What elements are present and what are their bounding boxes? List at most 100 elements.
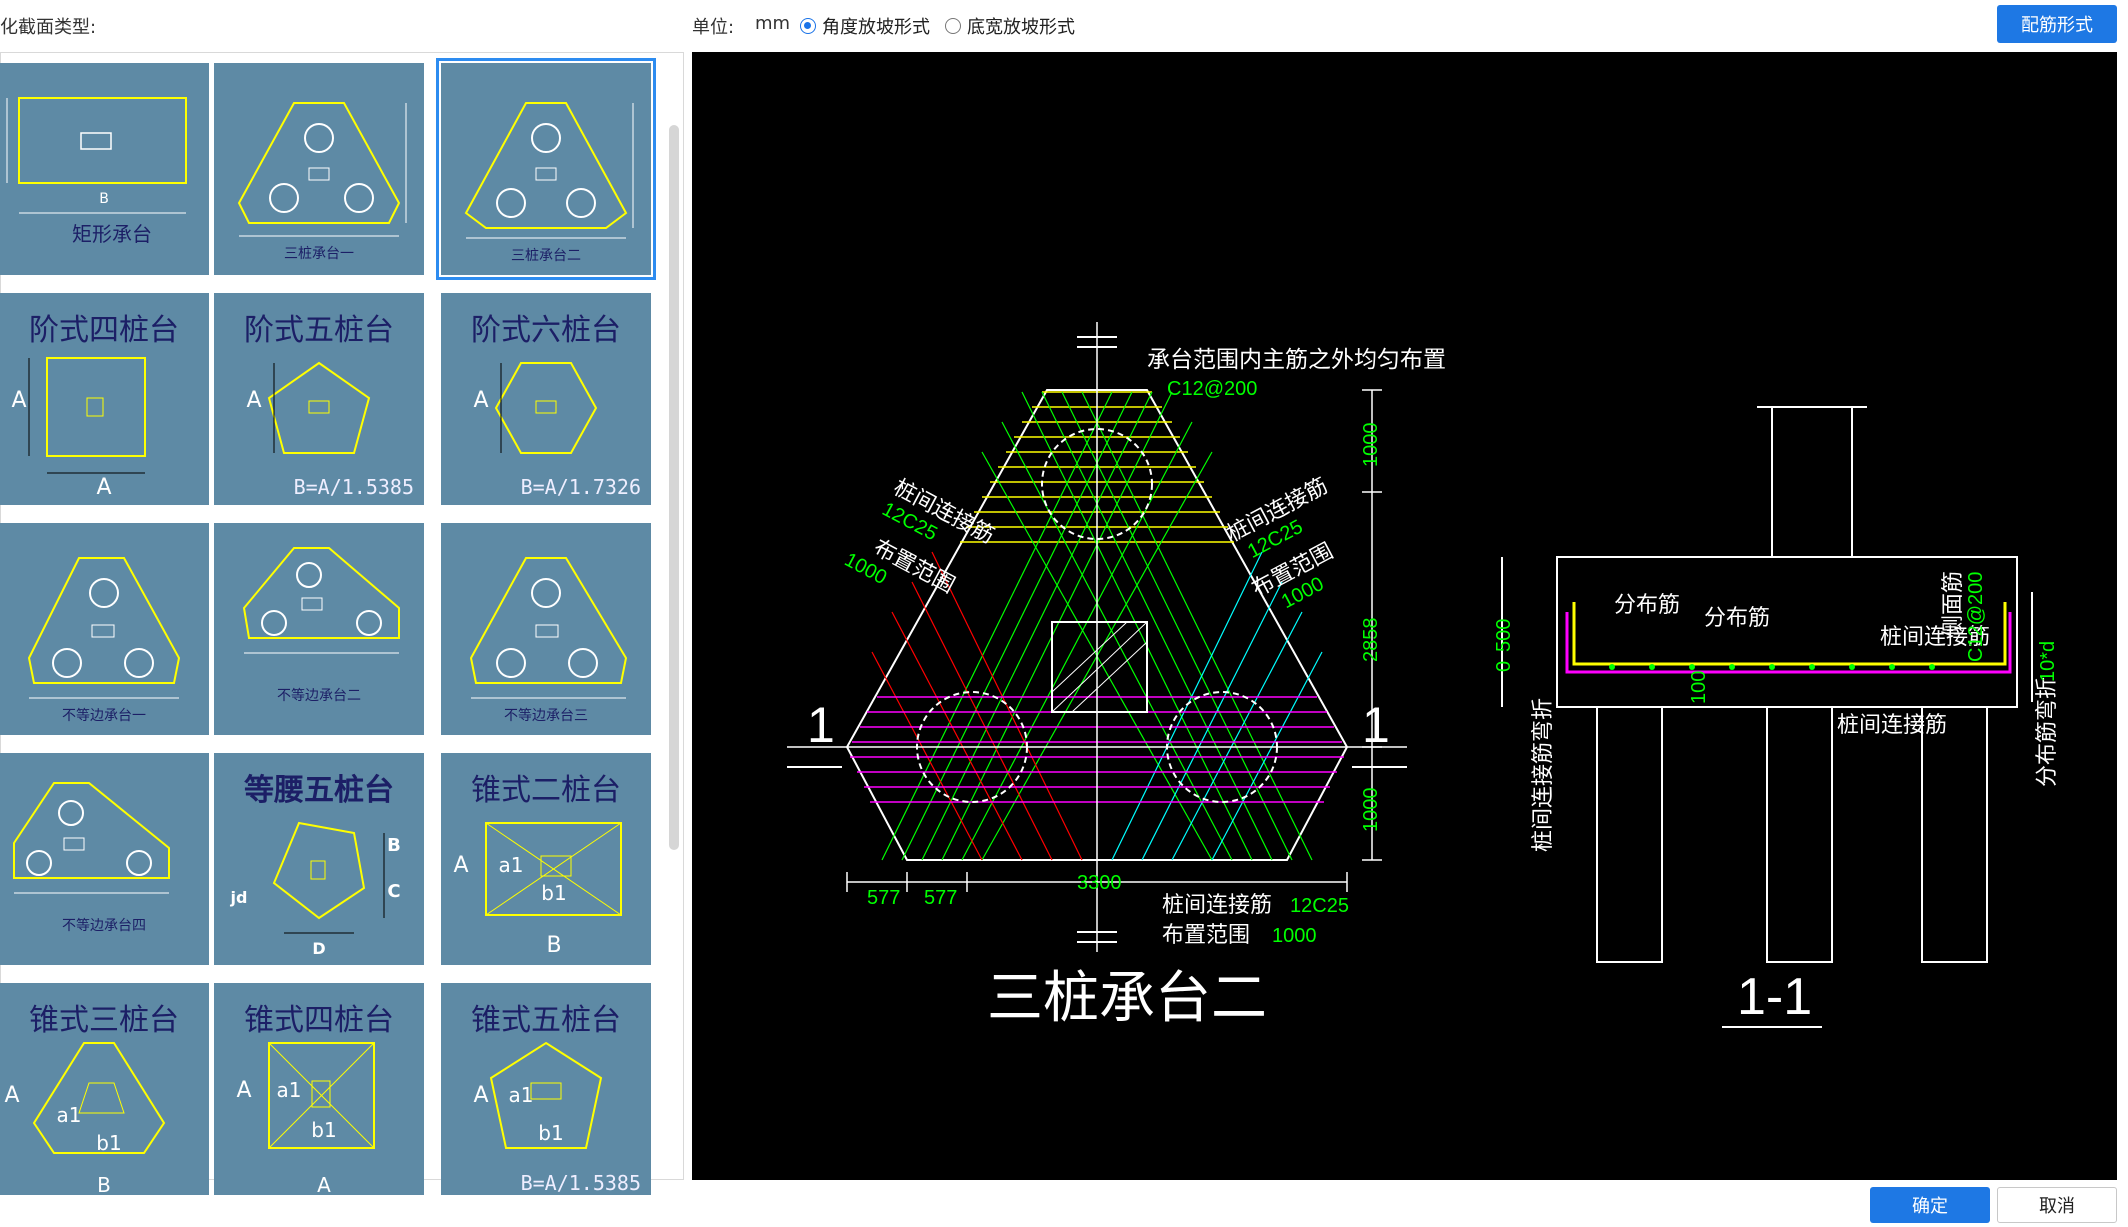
tile-dim: B (99, 191, 109, 207)
radio-selected-icon[interactable] (800, 18, 816, 34)
tile-isosceles-five[interactable]: 等腰五桩台 B C D jd (214, 753, 424, 965)
s-hook-left: 桩间连接筋弯折 (1530, 698, 1555, 852)
tile-dim-b: B (546, 933, 562, 958)
radio-angle-slope[interactable]: 角度放坡形式 (800, 13, 930, 39)
left-range-group: 布置范围 1000 (841, 534, 959, 597)
unit-value: mm (755, 13, 791, 34)
s-hook-right: 分布筋弯折 (2034, 677, 2059, 787)
tile-rect-cap[interactable]: B 矩形承台 (0, 63, 209, 275)
tile-dim-jd: jd (230, 888, 248, 907)
tile-dim-d: D (312, 939, 326, 958)
cancel-button[interactable]: 取消 (1997, 1187, 2117, 1223)
tile-title: 阶式五桩台 (244, 313, 394, 348)
s-500: 500 (1493, 619, 1515, 652)
tile-caption: 矩形承台 (72, 222, 152, 246)
cone-three-diagram (32, 1042, 166, 1154)
section-gallery[interactable]: B 矩形承台 三桩承台一 三桩承台二 阶式四桩台 (0, 52, 684, 1197)
tile-dim-b: B (97, 1173, 111, 1197)
step-five-diagram (267, 361, 371, 454)
tile-unequal-2[interactable]: 不等边承台二 (214, 523, 424, 735)
three-pile-1-diagram (237, 102, 407, 237)
step-six-diagram (494, 362, 598, 454)
s-100: 100 (1688, 671, 1710, 704)
tile-dim-bottom: B=A/1.7326 (520, 475, 641, 499)
tile-dim-left: A (11, 388, 27, 413)
sec-mark-left: 1 (807, 697, 835, 753)
tile-dim-a: A (4, 1083, 20, 1108)
red-rebars (871, 551, 1083, 861)
tile-step-six[interactable]: 阶式六桩台 A B=A/1.7326 (441, 293, 651, 505)
radio-width-label: 底宽放坡形式 (967, 17, 1075, 38)
top-toolbar: 化截面类型: 单位: mm 角度放坡形式 底宽放坡形式 配筋形式 (0, 0, 2128, 50)
cone-five-diagram (489, 1041, 603, 1149)
sec-mark-right: 1 (1362, 697, 1390, 753)
tile-dim-a: A (473, 1083, 489, 1108)
cone-two-diagram (485, 822, 622, 916)
tile-dim-a1: a1 (56, 1103, 82, 1127)
dim-h2: 577 (924, 887, 957, 909)
tile-dim-bottom: A (96, 475, 112, 500)
cad-preview: 承台范围内主筋之外均匀布置 C12@200 桩间连接筋 12C25 布置范围 1… (692, 52, 2117, 1180)
s-0: 0 (1493, 661, 1515, 672)
unequal-1-diagram (27, 557, 181, 699)
tile-caption: 不等边承台二 (277, 688, 361, 704)
s-side-spec: C12@200 (1965, 572, 1987, 662)
rebar-form-button[interactable]: 配筋形式 (1997, 5, 2117, 43)
rect-cap-diagram (6, 97, 187, 214)
s-dist1: 分布筋 (1614, 592, 1680, 617)
bottom-range: 布置范围 (1162, 922, 1250, 947)
unit-label: 单位: (692, 17, 735, 38)
dim-h3: 3300 (1077, 872, 1122, 894)
section-yellow-rebar (1572, 602, 2007, 666)
tile-caption: 不等边承台四 (62, 918, 146, 934)
tile-dim-a: A (453, 853, 469, 878)
vertical-dims (1362, 389, 1382, 861)
unequal-4-diagram (13, 782, 170, 894)
tile-dim-bottom: B=A/1.5385 (293, 475, 414, 499)
tile-dim-a: A (236, 1078, 252, 1103)
tile-three-pile-1[interactable]: 三桩承台一 (214, 63, 424, 275)
unequal-3-diagram (469, 557, 628, 699)
unequal-2-diagram (242, 547, 400, 654)
tile-title: 等腰五桩台 (244, 773, 394, 808)
tile-step-four[interactable]: 阶式四桩台 A A (0, 293, 209, 505)
dim-v3: 1000 (1360, 788, 1382, 833)
section-title: 1-1 (1737, 968, 1812, 1026)
gallery-scrollbar[interactable] (669, 125, 679, 850)
radio-unselected-icon[interactable] (945, 18, 961, 34)
tile-unequal-4[interactable]: 不等边承台四 (0, 753, 209, 965)
tile-title: 阶式六桩台 (471, 313, 621, 348)
column (1051, 621, 1148, 713)
cad-title: 三桩承台二 (987, 966, 1267, 1029)
tile-cone-three[interactable]: 锥式三桩台 A a1 b1 B (0, 983, 209, 1197)
dim-v2: 2858 (1360, 618, 1382, 663)
cone-four-diagram (268, 1042, 375, 1149)
tile-cone-four[interactable]: 锥式四桩台 A a1 b1 A (214, 983, 424, 1197)
tile-dim-a1: a1 (508, 1083, 534, 1107)
tile-dim-left: A (473, 388, 489, 413)
bottom-conn: 桩间连接筋 (1162, 892, 1272, 917)
tile-dim-a1: a1 (498, 853, 524, 877)
isosceles-five-diagram (272, 821, 385, 934)
note-top: 承台范围内主筋之外均匀布置 (1147, 346, 1446, 372)
bottom-conn-spec: 12C25 (1290, 895, 1349, 917)
tile-dim-bottom: A (317, 1173, 331, 1197)
tile-step-five[interactable]: 阶式五桩台 A B=A/1.5385 (214, 293, 424, 505)
section-magenta-rebar (1565, 612, 2012, 674)
tile-unequal-1[interactable]: 不等边承台一 (0, 523, 209, 735)
tile-cone-five[interactable]: 锥式五桩台 A a1 b1 B=A/1.5385 (441, 983, 651, 1195)
tile-caption: 不等边承台一 (62, 708, 146, 724)
tile-dim-b1: b1 (311, 1118, 337, 1142)
section-1-1 (1501, 406, 2033, 963)
tile-unequal-3[interactable]: 不等边承台三 (441, 523, 651, 735)
s-conn-bot: 桩间连接筋 (1837, 712, 1947, 737)
tile-dim-left: A (246, 388, 262, 413)
tile-title: 锥式三桩台 (29, 1003, 179, 1038)
tile-cone-two[interactable]: 锥式二桩台 A a1 b1 B (441, 753, 651, 965)
ok-button[interactable]: 确定 (1870, 1187, 1990, 1223)
radio-width-slope[interactable]: 底宽放坡形式 (945, 13, 1075, 39)
tile-three-pile-2[interactable]: 三桩承台二 (436, 58, 656, 280)
section-dots (1609, 664, 1935, 670)
tile-dim-b1: b1 (541, 881, 567, 905)
three-pile-2-diagram (464, 102, 634, 239)
